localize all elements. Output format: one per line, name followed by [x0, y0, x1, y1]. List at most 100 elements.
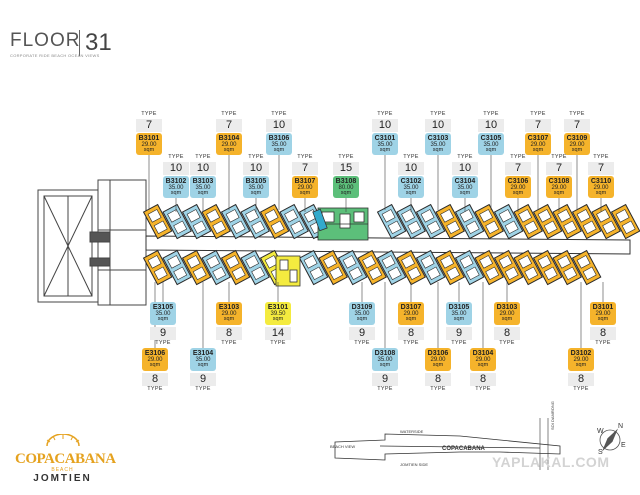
- apartment-unit: [532, 203, 563, 240]
- type-number: 15: [333, 161, 359, 175]
- type-label: TYPE: [510, 154, 526, 160]
- type-number: 9: [349, 326, 375, 340]
- floor-divider: [79, 30, 80, 56]
- type-label: TYPE: [168, 154, 184, 160]
- site-beach-view: BEACH VIEW: [330, 444, 356, 449]
- floor-label: FLOOR: [10, 30, 81, 51]
- apartment-unit: [454, 203, 485, 240]
- type-number: 7: [216, 118, 242, 132]
- type-label: TYPE: [338, 154, 354, 160]
- floor-subtitle: CORPORATE RIDE BEACH OCEAN VIEWS: [10, 53, 100, 58]
- type-label: TYPE: [593, 154, 609, 160]
- site-name: COPACABANA: [442, 446, 485, 452]
- type-number: 14: [265, 326, 291, 340]
- unit-number: D3102: [570, 350, 592, 357]
- unit-area: 35.00: [248, 184, 264, 191]
- type-number: 8: [470, 372, 496, 386]
- apartment-unit: [474, 203, 504, 240]
- area-unit: sqm: [149, 362, 161, 368]
- type-label: TYPE: [221, 111, 237, 117]
- type-label: TYPE: [475, 385, 491, 392]
- unit-number: C3106: [507, 177, 529, 185]
- apartment-unit: [591, 203, 621, 240]
- type-label: TYPE: [457, 154, 473, 160]
- apartment-unit: [298, 249, 329, 286]
- unit-number: B3105: [245, 177, 267, 185]
- area-unit: sqm: [575, 362, 587, 368]
- unit-number: D3101: [592, 304, 614, 311]
- site-road: SOI DAMRONG: [550, 401, 555, 430]
- unit-number: B3104: [218, 134, 240, 142]
- type-number: 10: [398, 161, 424, 175]
- compass-w: W: [597, 428, 604, 435]
- unit-number: D3103: [496, 304, 518, 311]
- e3101-unit: [275, 255, 301, 287]
- apartment-unit: [552, 249, 582, 286]
- area-unit: sqm: [197, 362, 209, 368]
- unit-number: C3107: [527, 134, 549, 142]
- apartment-unit: [220, 203, 251, 240]
- unit-number: D3108: [374, 350, 396, 357]
- area-unit: sqm: [143, 146, 155, 153]
- type-number: 7: [292, 161, 318, 175]
- type-number: 10: [452, 161, 478, 175]
- compass-n: N: [618, 423, 624, 430]
- type-number: 8: [425, 372, 451, 386]
- type-number: 7: [505, 161, 531, 175]
- type-number: 9: [190, 372, 216, 386]
- unit-number: C3104: [454, 177, 476, 185]
- apartment-unit: [610, 203, 640, 240]
- area-unit: sqm: [597, 316, 609, 322]
- logo-beach: BEACH: [51, 467, 74, 473]
- compass-e: E: [621, 442, 626, 449]
- unit-area: 29.00: [593, 184, 609, 191]
- area-unit: sqm: [485, 146, 497, 153]
- type-label: TYPE: [248, 154, 264, 160]
- unit-area: 29.00: [221, 141, 237, 148]
- unit-area: 35.00: [430, 141, 446, 148]
